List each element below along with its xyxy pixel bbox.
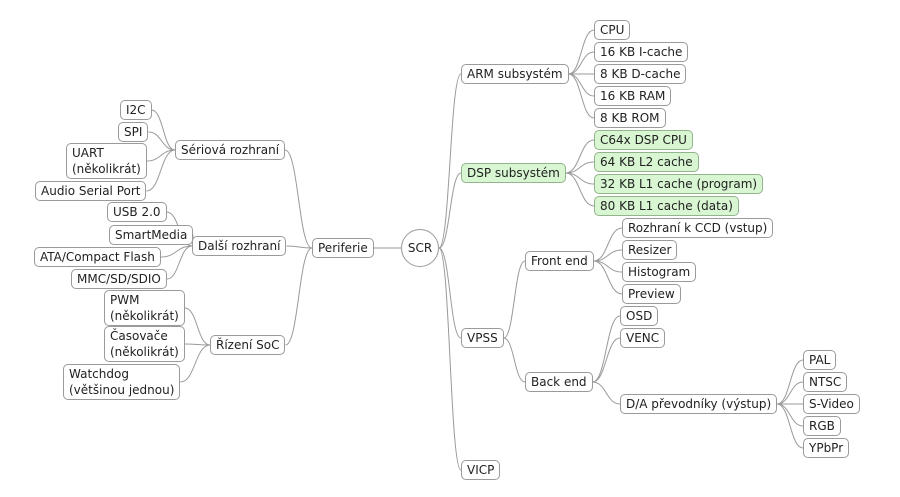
item-casovace: Časovače (několikrát) [104, 326, 185, 362]
connector-line [592, 337, 621, 383]
connector-line [438, 172, 462, 249]
connector-line [148, 131, 176, 151]
connector-line [503, 260, 526, 339]
item-i2c: I2C [120, 100, 152, 120]
item-usb: USB 2.0 [107, 202, 167, 222]
group-dsp-subsystem: DSP subsystém [461, 163, 566, 183]
arm-d-cache: 8 KB D-cache [594, 64, 687, 84]
connector-line [285, 247, 313, 346]
connector-line [777, 381, 804, 405]
connector-line [592, 381, 621, 405]
connector-line [284, 149, 313, 249]
group-dalsi-rozhrani: Další rozhraní [192, 236, 287, 256]
connector-line [568, 73, 595, 97]
root-node-scr: SCR [401, 229, 439, 267]
item-ata-compact-flash: ATA/Compact Flash [34, 247, 161, 267]
item-uart: UART (několikrát) [66, 143, 147, 179]
da-ntsc: NTSC [803, 372, 848, 392]
arm-rom: 8 KB ROM [594, 108, 666, 128]
group-vpss: VPSS [461, 328, 504, 348]
connector-line [593, 249, 623, 262]
front-preview: Preview [622, 284, 681, 304]
connector-line [180, 344, 211, 383]
connector-line [438, 247, 462, 471]
item-smartmedia: SmartMedia [109, 225, 194, 245]
connector-line [565, 161, 595, 174]
connector-line [568, 51, 595, 75]
front-histogram: Histogram [622, 262, 697, 282]
connector-line [160, 245, 193, 258]
da-s-video: S-Video [803, 394, 860, 414]
connector-line [568, 29, 595, 75]
connector-line [166, 245, 193, 280]
connector-line [565, 139, 595, 174]
da-rgb: RGB [803, 416, 841, 436]
front-ccd-interface: Rozhraní k CCD (vstup) [622, 218, 774, 238]
dsp-l1-program-cache: 32 KB L1 cache (program) [594, 174, 764, 194]
connector-line [438, 247, 462, 339]
connector-line [777, 403, 804, 427]
group-rizeni-soc: Řízení SoC [210, 335, 286, 355]
connector-line [777, 359, 804, 405]
da-pal: PAL [803, 350, 837, 370]
connector-line [438, 73, 462, 249]
item-audio-serial-port: Audio Serial Port [35, 181, 147, 201]
dsp-l1-data-cache: 80 KB L1 cache (data) [594, 196, 739, 216]
connector-line [146, 149, 176, 192]
connector-line [593, 227, 623, 262]
vpss-front-end: Front end [525, 251, 594, 271]
connector-line [593, 260, 623, 295]
group-arm-subsystem: ARM subsystém [461, 64, 569, 84]
connector-line [565, 172, 595, 207]
node-periferie: Periferie [312, 238, 374, 258]
connector-line [184, 307, 211, 346]
item-pwm: PWM (několikrát) [104, 290, 185, 326]
front-resizer: Resizer [622, 240, 678, 260]
group-vicp: VICP [461, 460, 501, 480]
connector-line [151, 109, 176, 151]
arm-i-cache: 16 KB I-cache [594, 42, 689, 62]
dsp-l2-cache: 64 KB L2 cache [594, 152, 699, 172]
back-venc: VENC [620, 328, 666, 348]
connector-line [592, 315, 621, 383]
item-spi: SPI [118, 122, 149, 142]
da-ypbpr: YPbPr [803, 438, 850, 458]
connector-line [777, 403, 804, 449]
group-seriova-rozhrani: Sériová rozhraní [175, 140, 286, 160]
arm-ram: 16 KB RAM [594, 86, 672, 106]
connector-line [568, 73, 595, 119]
connector-line [503, 337, 526, 383]
connector-line [286, 245, 313, 249]
back-da-converters: D/A převodníky (výstup) [620, 394, 778, 414]
item-watchdog: Watchdog (většinou jednou) [63, 364, 181, 400]
vpss-back-end: Back end [525, 372, 593, 392]
arm-cpu: CPU [594, 20, 631, 40]
item-mmc-sd-sdio: MMC/SD/SDIO [71, 269, 167, 289]
dsp-cpu: C64x DSP CPU [594, 130, 693, 150]
back-osd: OSD [620, 306, 659, 326]
